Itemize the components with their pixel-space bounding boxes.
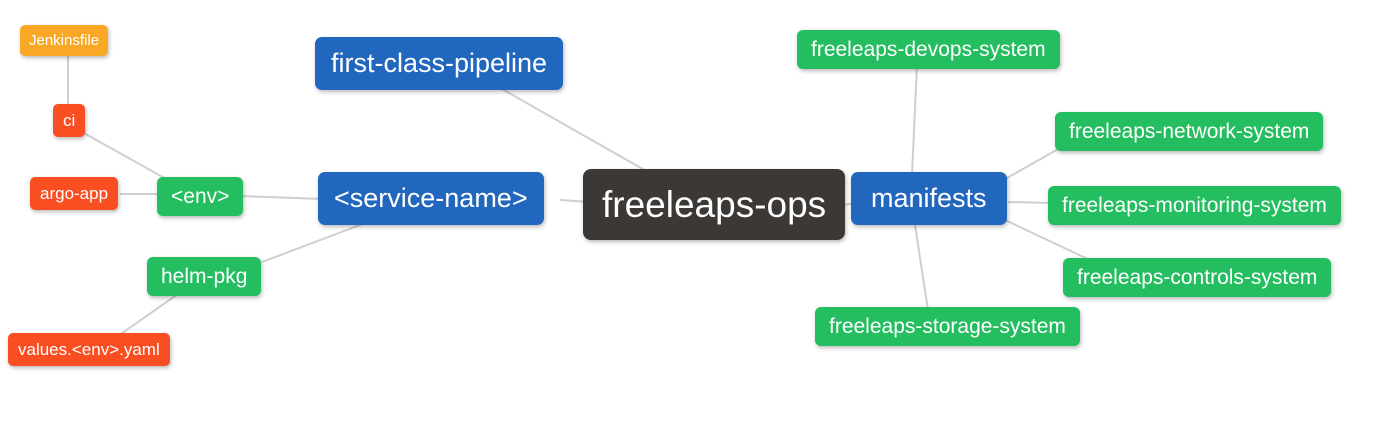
node-freeleaps-network-system[interactable]: freeleaps-network-system [1055, 112, 1324, 151]
node-freeleaps-ops[interactable]: freeleaps-ops [583, 169, 846, 240]
edge-env-service-name [241, 195, 323, 200]
node-freeleaps-devops-system[interactable]: freeleaps-devops-system [797, 30, 1060, 69]
node-jenkinsfile[interactable]: Jenkinsfile [20, 25, 109, 56]
node-ci[interactable]: ci [53, 104, 86, 137]
edge-manifests-monitoring [1007, 201, 1053, 204]
edge-ci-env [81, 131, 169, 181]
node-helm-pkg[interactable]: helm-pkg [147, 257, 262, 296]
node-first-class-pipeline[interactable]: first-class-pipeline [315, 37, 564, 90]
node-service-name[interactable]: <service-name> [318, 172, 544, 225]
edge-manifests-network [999, 147, 1061, 183]
edge-manifests-controls [1004, 219, 1093, 262]
edge-manifests-storage [914, 224, 929, 311]
edge-helm-pkg-values [117, 293, 179, 337]
node-freeleaps-controls-system[interactable]: freeleaps-controls-system [1063, 258, 1332, 297]
node-manifests[interactable]: manifests [851, 172, 1007, 225]
node-values-env-yaml[interactable]: values.<env>.yaml [8, 333, 170, 366]
node-freeleaps-monitoring-system[interactable]: freeleaps-monitoring-system [1048, 186, 1341, 225]
node-argo-app[interactable]: argo-app [30, 177, 119, 210]
node-freeleaps-storage-system[interactable]: freeleaps-storage-system [815, 307, 1080, 346]
edge-service-name-helm-pkg [261, 221, 369, 263]
node-env[interactable]: <env> [157, 177, 244, 216]
edge-first-class-pipeline-root [494, 84, 649, 173]
edge-manifests-devops [911, 63, 918, 176]
